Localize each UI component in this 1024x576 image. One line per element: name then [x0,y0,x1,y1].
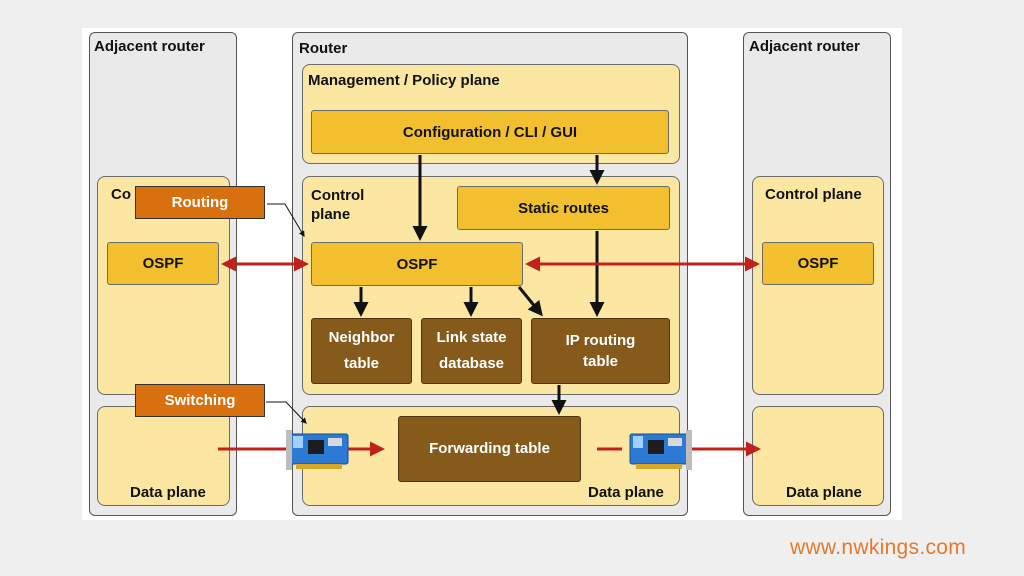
link-state-database-box: Link state database [421,318,522,384]
left-control-plane-label: Co [111,186,131,203]
router-data-plane-label: Data plane [588,484,664,501]
switching-callout: Switching [135,384,265,417]
network-card-icon [286,430,349,470]
router-title: Router [299,40,348,57]
static-routes-box: Static routes [457,186,670,230]
control-plane-label-line1: Control [311,187,365,204]
ip-routing-table-box: IP routing table [531,318,670,384]
left-ospf-box: OSPF [107,242,219,285]
right-ospf-box: OSPF [762,242,874,285]
left-data-plane [97,406,230,506]
left-data-plane-label: Data plane [130,484,206,501]
ip-routing-line2: table [582,353,618,370]
neighbor-table-line2: table [343,355,379,372]
right-router-title: Adjacent router [749,38,860,55]
lsdb-line1: Link state [436,329,507,346]
right-control-plane-label: Control plane [765,186,862,203]
control-plane-label-line2: plane [311,206,351,223]
neighbor-table-box: Neighbor table [311,318,412,384]
management-plane-label: Management / Policy plane [308,72,500,89]
routing-callout-pointer [267,203,305,238]
left-router-title: Adjacent router [94,38,205,55]
lsdb-line2: database [438,355,505,372]
neighbor-table-line1: Neighbor [328,329,395,346]
forwarding-table-box: Forwarding table [398,416,581,482]
switching-callout-pointer [266,401,307,424]
right-data-plane-label: Data plane [786,484,862,501]
site-watermark: www.nwkings.com [790,536,967,559]
right-control-plane [752,176,884,395]
ip-routing-line1: IP routing [565,332,636,349]
configuration-box: Configuration / CLI / GUI [311,110,669,154]
router-ospf-box: OSPF [311,242,523,286]
network-card-icon [629,430,692,470]
control-plane-label: Control plane [311,186,364,224]
arrow-ospf-to-iprouting [517,286,543,317]
routing-callout: Routing [135,186,265,219]
right-data-plane [752,406,884,506]
